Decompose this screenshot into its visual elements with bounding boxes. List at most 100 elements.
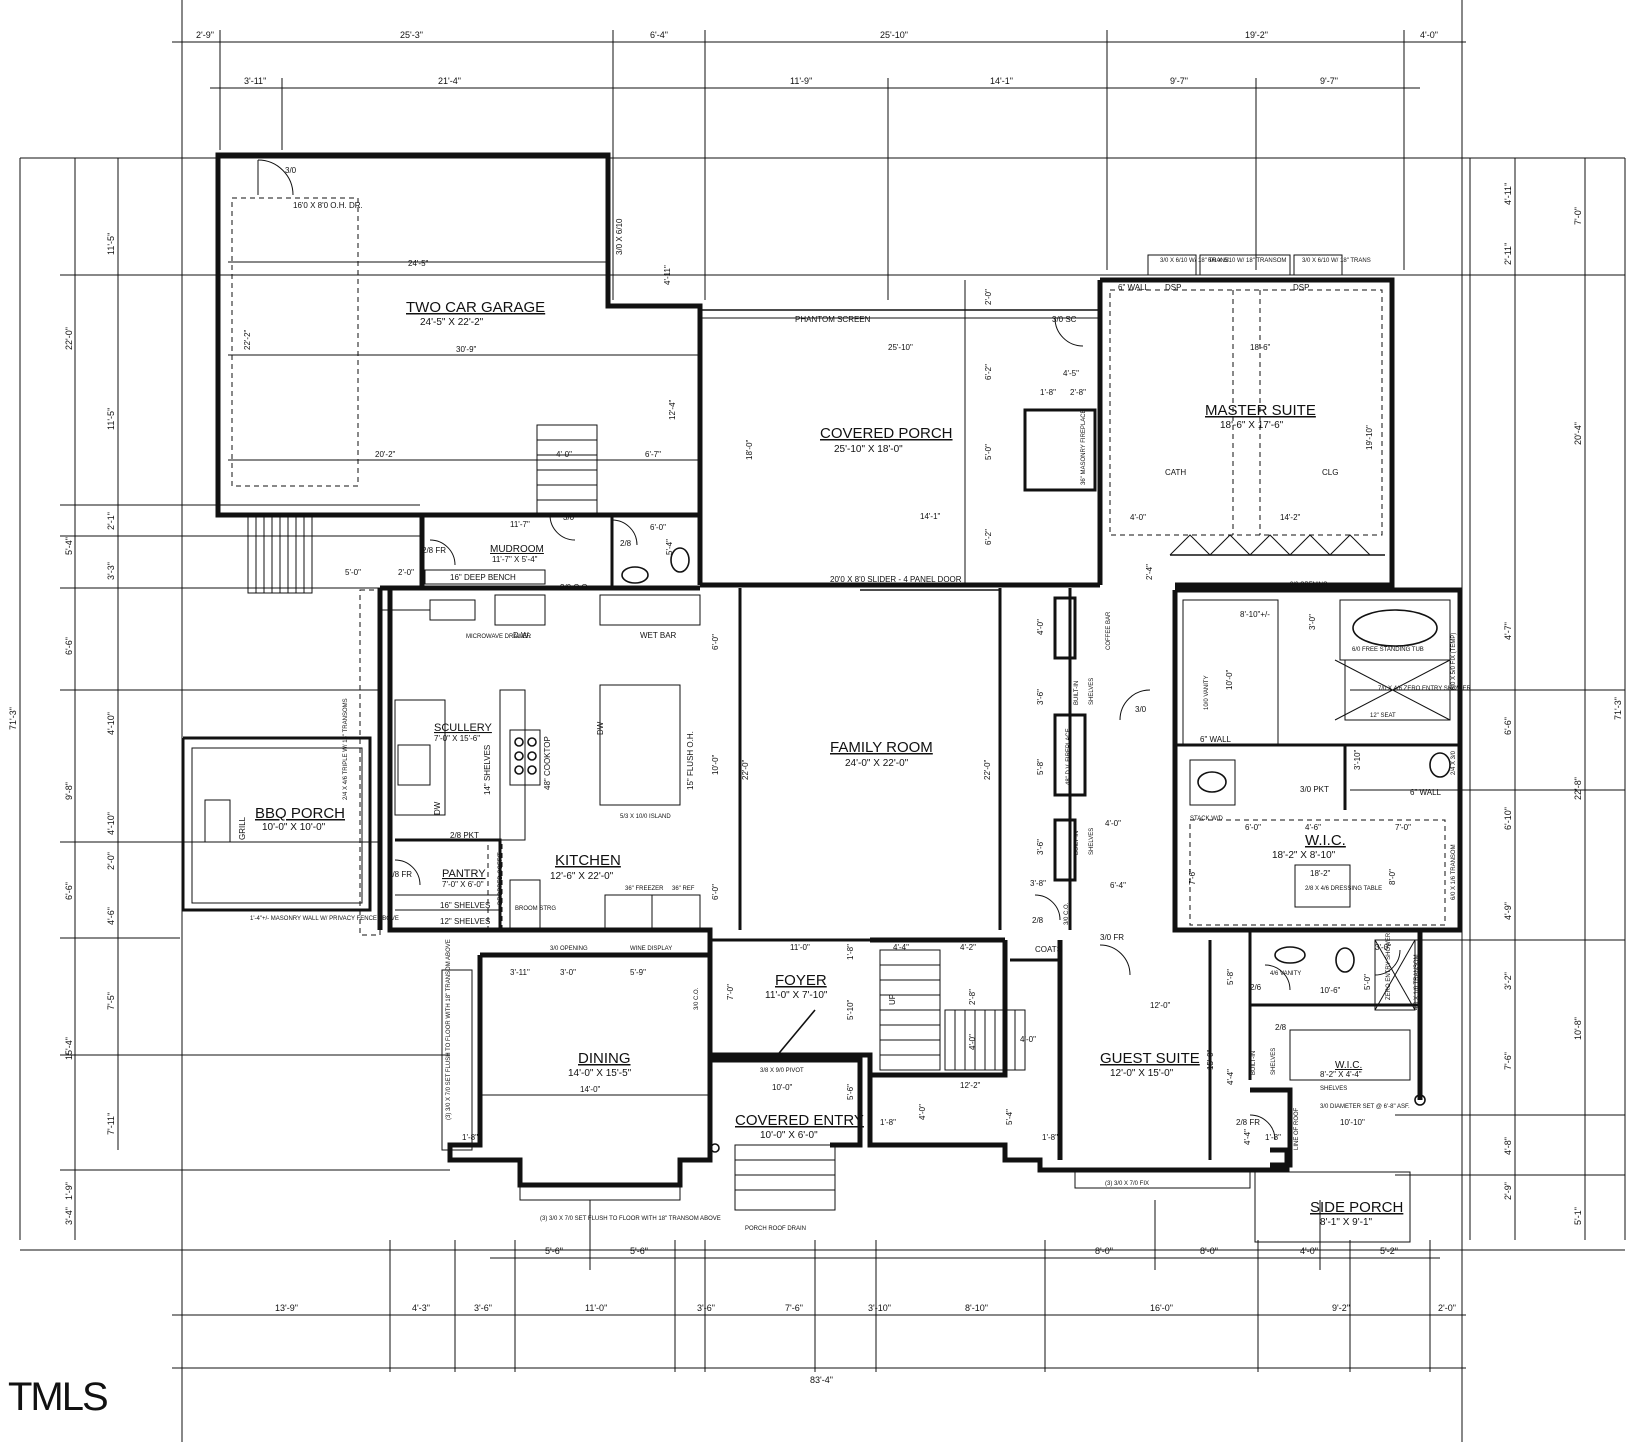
dim-text: 4'-9" bbox=[1503, 902, 1513, 920]
note: 4'-11" bbox=[663, 265, 672, 285]
note: LINE OF ROOF bbox=[1294, 1107, 1300, 1150]
note: 6'-4" bbox=[1110, 881, 1126, 890]
dim-text: 11'-5" bbox=[106, 233, 116, 255]
dim-text: 8'-10" bbox=[965, 1303, 988, 1313]
note: 5/3 X 10/0 ISLAND bbox=[620, 814, 671, 820]
dim-text: 2'-0" bbox=[1438, 1303, 1456, 1313]
note: 22'-2" bbox=[243, 329, 252, 350]
dim-text: 25'-10" bbox=[880, 30, 908, 40]
dim-text: 4'-10" bbox=[106, 712, 116, 735]
note: 20'0 X 8'0 SLIDER - 4 PANEL DOOR bbox=[830, 575, 962, 584]
note: DW bbox=[596, 721, 605, 735]
note: 3/8 X 9/0 PIVOT bbox=[760, 1068, 804, 1074]
dim-text: 2'-9" bbox=[196, 30, 214, 40]
note: 24'-5" bbox=[408, 259, 429, 268]
note: 15'-0" bbox=[1206, 1049, 1215, 1070]
note: DSP bbox=[1293, 283, 1309, 292]
note: SHELVES bbox=[1320, 1086, 1347, 1092]
room-name-master-suite: MASTER SUITE bbox=[1205, 402, 1316, 419]
room-size-wic-guest: 8'-2" X 4'-4" bbox=[1320, 1070, 1362, 1079]
note: UP bbox=[888, 994, 897, 1005]
dimension-lines bbox=[19, 0, 1626, 1442]
dim-text: 6'-6" bbox=[64, 637, 74, 655]
note: 3/0 X 6/10 bbox=[615, 218, 624, 255]
note: 36" REF bbox=[672, 886, 695, 892]
dim-text: 11'-0" bbox=[585, 1303, 607, 1313]
room-labels: TWO CAR GARAGE 24'-5" X 22'-2" COVERED P… bbox=[255, 299, 1403, 1228]
dim-text: 19'-2" bbox=[1245, 30, 1268, 40]
dim-text: 5'-4" bbox=[64, 537, 74, 555]
note: 2'-8" bbox=[968, 989, 977, 1005]
note: 4'-4" bbox=[1226, 1069, 1235, 1085]
dim-text: 5'-6" bbox=[630, 1246, 648, 1256]
note: BUILT-IN bbox=[1251, 1051, 1257, 1075]
note: GRILL bbox=[238, 816, 247, 840]
dim-text: 13'-9" bbox=[275, 1303, 298, 1313]
dim-text: 25'-3" bbox=[400, 30, 423, 40]
dim-text: 22'-0" bbox=[64, 327, 74, 350]
room-size-kitchen: 12'-6" X 22'-0" bbox=[550, 871, 614, 882]
right-dims: 7'-0" 20'-4" 22'-8" 10'-8" 5'-1" 71'-3" … bbox=[1503, 183, 1623, 1225]
bottom-dims-row2: 13'-9" 4'-3" 3'-6" 11'-0" 3'-6" 7'-6" 3'… bbox=[275, 1303, 1456, 1313]
note: 6" WALL bbox=[1410, 788, 1442, 797]
room-name-covered-entry: COVERED ENTRY bbox=[735, 1112, 864, 1129]
dim-text: 3'-2" bbox=[1503, 972, 1513, 990]
note: 12'-0" bbox=[1150, 1001, 1171, 1010]
note: 6'-0" bbox=[711, 634, 720, 650]
note: 16" SHELVES bbox=[440, 901, 490, 910]
note: 10'-0" bbox=[772, 1083, 793, 1092]
note: 3'-6" bbox=[1036, 689, 1045, 705]
dim-text: 3'-3" bbox=[106, 562, 116, 580]
dim-text: 3'-4" bbox=[64, 1207, 74, 1225]
note: 4/6 VANITY bbox=[1270, 971, 1301, 977]
note: 3/0 OPENING bbox=[550, 946, 588, 952]
dim-text: 4'-7" bbox=[1503, 622, 1513, 640]
note: 1'-8" bbox=[846, 944, 855, 960]
room-name-wic-guest: W.I.C. bbox=[1335, 1060, 1362, 1071]
note: 4'-0" bbox=[1105, 819, 1121, 828]
note: 6'-0" bbox=[1245, 823, 1261, 832]
note: PHANTOM SCREEN bbox=[795, 315, 871, 324]
note: 6'-0" bbox=[711, 884, 720, 900]
note: 3/0 SC bbox=[1052, 315, 1077, 324]
note: 4'-0" bbox=[968, 1034, 977, 1050]
room-size-foyer: 11'-0" X 7'-10" bbox=[765, 990, 828, 1001]
note: 7'-0" bbox=[726, 984, 735, 1000]
note: 16'0 X 8'0 O.H. DR. bbox=[293, 201, 363, 210]
room-name-guest-suite: GUEST SUITE bbox=[1100, 1050, 1200, 1067]
note: (3) 3/0 X 7/0 FIX bbox=[1105, 1181, 1149, 1187]
dim-text: 3'-6" bbox=[474, 1303, 492, 1313]
note: 16" DEEP BENCH bbox=[450, 573, 516, 582]
note: DSP bbox=[1165, 283, 1181, 292]
dim-text: 71'-3" bbox=[8, 707, 18, 730]
room-size-master-suite: 18'-6" X 17'-6" bbox=[1220, 420, 1284, 431]
note: WINE DISPLAY bbox=[630, 946, 672, 952]
note: 7'-6" bbox=[1188, 869, 1197, 885]
note: 8'-10"+/- bbox=[1240, 610, 1270, 619]
note: 2/4 X 3/0 bbox=[1451, 750, 1457, 775]
note: 7/0 X 4/6 ZERO ENTRY SHOWER bbox=[1378, 686, 1471, 692]
dim-text: 9'-7" bbox=[1170, 76, 1188, 86]
dim-text: 3'-6" bbox=[697, 1303, 715, 1313]
top-dims-row1: 2'-9" 25'-3" 6'-4" 25'-10" 19'-2" 4'-0" bbox=[196, 30, 1438, 40]
dim-text: 8'-0" bbox=[1200, 1246, 1218, 1256]
dim-text: 7'-6" bbox=[1503, 1052, 1513, 1070]
note: 3/0 C.O. bbox=[560, 583, 590, 592]
dim-text: 11'-5" bbox=[106, 408, 116, 430]
note: 4'-5" bbox=[1063, 369, 1079, 378]
dim-text: 9'-7" bbox=[1320, 76, 1338, 86]
note: 4'-0" bbox=[556, 450, 572, 459]
note: 1'-8" bbox=[1040, 388, 1056, 397]
dim-text: 2'-1" bbox=[106, 512, 116, 530]
room-size-covered-entry: 10'-0" X 6'-0" bbox=[760, 1130, 818, 1141]
note: 2/6 bbox=[1250, 983, 1262, 992]
note: 3/0 C.O. bbox=[1064, 902, 1070, 925]
overall-width: 83'-4" bbox=[810, 1375, 833, 1385]
note: 1'-8" bbox=[462, 1133, 478, 1142]
note: 10/0 VANITY bbox=[1204, 675, 1210, 710]
note: 6'-0" bbox=[650, 523, 666, 532]
note: 4'-0" bbox=[1130, 513, 1146, 522]
dim-text: 6'-4" bbox=[650, 30, 668, 40]
note: 5'-0" bbox=[984, 444, 993, 460]
room-name-scullery: SCULLERY bbox=[434, 722, 493, 734]
